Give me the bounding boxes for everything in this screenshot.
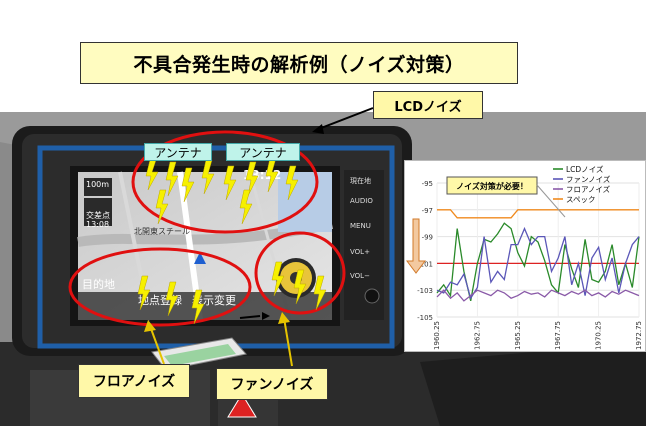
side-button-current-location[interactable]: 現在地: [350, 177, 371, 185]
y-tick-label: -99: [422, 234, 433, 242]
down-arrow-icon: [406, 218, 426, 274]
side-button-menu[interactable]: MENU: [350, 222, 371, 230]
series-line: [436, 226, 640, 300]
annotation-text: ノイズ対策が必要！: [456, 181, 528, 191]
y-tick-label: -101: [417, 260, 433, 268]
x-tick-label: 1960.25: [433, 321, 441, 350]
legend-entry: LCDノイズ: [566, 164, 604, 174]
destination-button[interactable]: 目的地: [82, 278, 115, 291]
fan-noise-label: ファンノイズ: [216, 368, 328, 400]
screen-intersection-label: 交差点: [86, 211, 110, 220]
floor-noise-label: フロアノイズ: [78, 364, 190, 398]
x-tick-label: 1972.75: [635, 321, 643, 350]
x-tick-label: 1962.75: [473, 321, 481, 350]
legend-entry: スペック: [566, 195, 595, 204]
annotation-leader: [536, 184, 566, 218]
y-tick-label: -105: [417, 314, 433, 322]
y-tick-label: -95: [422, 180, 433, 188]
screen-intersection-time: 13:08: [86, 220, 110, 229]
y-tick-label: -103: [417, 287, 433, 295]
screen-clock: 13:12: [243, 168, 282, 182]
lcd-noise-label: LCDノイズ: [373, 91, 483, 119]
legend-entry: ファンノイズ: [566, 174, 611, 184]
page-title: 不具合発生時の解析例（ノイズ対策）: [80, 42, 518, 84]
legend-entry: フロアノイズ: [566, 184, 611, 194]
series-line: [436, 222, 640, 302]
x-tick-label: 1967.75: [554, 321, 562, 350]
antenna-label-2: アンテナ: [226, 143, 300, 161]
noise-chart-panel: -95 -97 -99 -101 -103 -105 1960.25 1962.75 1965…: [404, 160, 646, 352]
side-button-vol-down[interactable]: VOL−: [350, 272, 370, 280]
register-point-button[interactable]: 地点登録: [138, 294, 182, 307]
side-button-audio[interactable]: AUDIO: [350, 197, 373, 205]
y-tick-label: -97: [422, 207, 433, 215]
antenna-label-1: アンテナ: [144, 143, 212, 161]
screen-scale: 100m: [86, 180, 110, 189]
screen-road-label: 北開東スチール: [134, 227, 190, 236]
display-change-button[interactable]: 表示変更: [192, 294, 236, 307]
noise-chart: -95 -97 -99 -101 -103 -105 1960.25 1962.75 1965…: [406, 164, 643, 350]
x-tick-label: 1970.25: [595, 321, 603, 350]
series-line: [436, 289, 640, 302]
series-line: [437, 209, 639, 219]
x-tick-label: 1965.25: [514, 321, 522, 350]
side-button-vol-up[interactable]: VOL+: [350, 248, 370, 256]
